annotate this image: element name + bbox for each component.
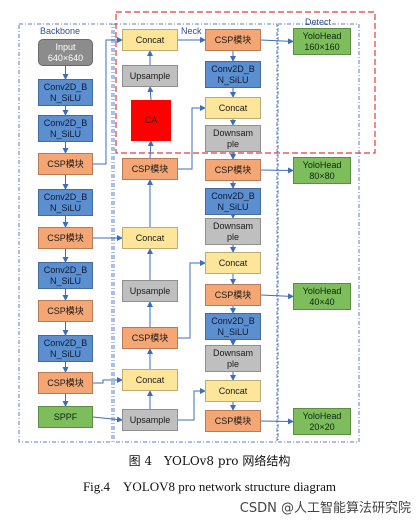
backbone-conv-2: Conv2D_B N_SiLU (38, 115, 93, 142)
backbone-csp-4: CSP模块 (38, 372, 93, 394)
detect-label: Detect (305, 17, 332, 27)
neck-right-concat-2: Concat (205, 252, 261, 274)
neck-concat-3: Concat (122, 369, 178, 391)
connector-10 (92, 416, 123, 423)
neck-right-conv-2: Conv2D_B N_SiLU (205, 188, 261, 215)
backbone-csp-1: CSP模块 (38, 153, 93, 175)
connector-24 (178, 260, 206, 339)
figure-caption-english: Fig.4 YOLOV8 pro network structure diagr… (82, 479, 337, 494)
neck-concat-2: Concat (122, 227, 178, 249)
yolohead-160: YoloHead 160×160 (293, 28, 351, 55)
neck-right-csp-3: CSP模块 (205, 284, 261, 306)
neck-right-csp-2: CSP模块 (205, 159, 261, 181)
connector-38 (260, 38, 294, 45)
connector-13 (93, 37, 123, 165)
connector-41 (260, 418, 294, 425)
connector-40 (260, 293, 294, 300)
connector-39 (260, 167, 294, 174)
neck-right-conv-3: Conv2D_B N_SiLU (205, 313, 261, 340)
backbone-conv-1: Conv2D_B N_SiLU (38, 79, 93, 106)
neck-csp-1: CSP模块 (122, 158, 178, 180)
connector-19 (147, 140, 154, 159)
figure-caption-chinese: 图 4 YOLOv8 pro 网络结构 (128, 454, 291, 468)
backbone-frame (18, 23, 113, 443)
neck-csp-2: CSP模块 (122, 327, 178, 349)
neck-label: Neck (181, 26, 202, 36)
input-node: Input 640×640 (38, 39, 93, 66)
backbone-csp-2: CSP模块 (38, 227, 93, 249)
neck-concat-1: Concat (122, 29, 178, 51)
yolohead-20: YoloHead 20×20 (293, 408, 351, 435)
neck-right-concat-3: Concat (205, 380, 261, 402)
neck-right-conv-1: Conv2D_B N_SiLU (205, 61, 261, 88)
neck-right-csp-1: CSP模块 (205, 29, 261, 51)
neck-right-downsample-3: Downsam ple (205, 345, 261, 372)
yolohead-80: YoloHead 80×80 (293, 157, 351, 184)
neck-frame (113, 23, 278, 443)
neck-upsample-3: Upsample (122, 409, 178, 431)
backbone-conv-5: Conv2D_B N_SiLU (38, 335, 93, 362)
ca-attention-node: CA (131, 100, 171, 141)
backbone-label: Backbone (40, 26, 81, 36)
backbone-conv-4: Conv2D_B N_SiLU (38, 262, 93, 289)
connector-25 (178, 388, 206, 421)
neck-right-downsample-1: Downsam ple (205, 125, 261, 152)
pro-module-frame (115, 11, 376, 154)
neck-upsample-2: Upsample (122, 280, 178, 302)
watermark: CSDN @人工智能算法研究院 (239, 501, 411, 516)
neck-right-csp-4: CSP模块 (205, 410, 261, 432)
backbone-conv-3: Conv2D_B N_SiLU (38, 189, 93, 216)
detect-frame (277, 23, 360, 443)
connector-11 (93, 377, 123, 384)
connector-20 (147, 86, 154, 101)
connector-23 (178, 105, 206, 170)
yolohead-40: YoloHead 40×40 (293, 283, 351, 310)
neck-right-concat-1: Concat (205, 97, 261, 119)
backbone-csp-3: CSP模块 (38, 300, 93, 322)
neck-right-downsample-2: Downsam ple (205, 218, 261, 245)
sppf-node: SPPF (38, 406, 93, 428)
neck-upsample-1: Upsample (122, 65, 178, 87)
